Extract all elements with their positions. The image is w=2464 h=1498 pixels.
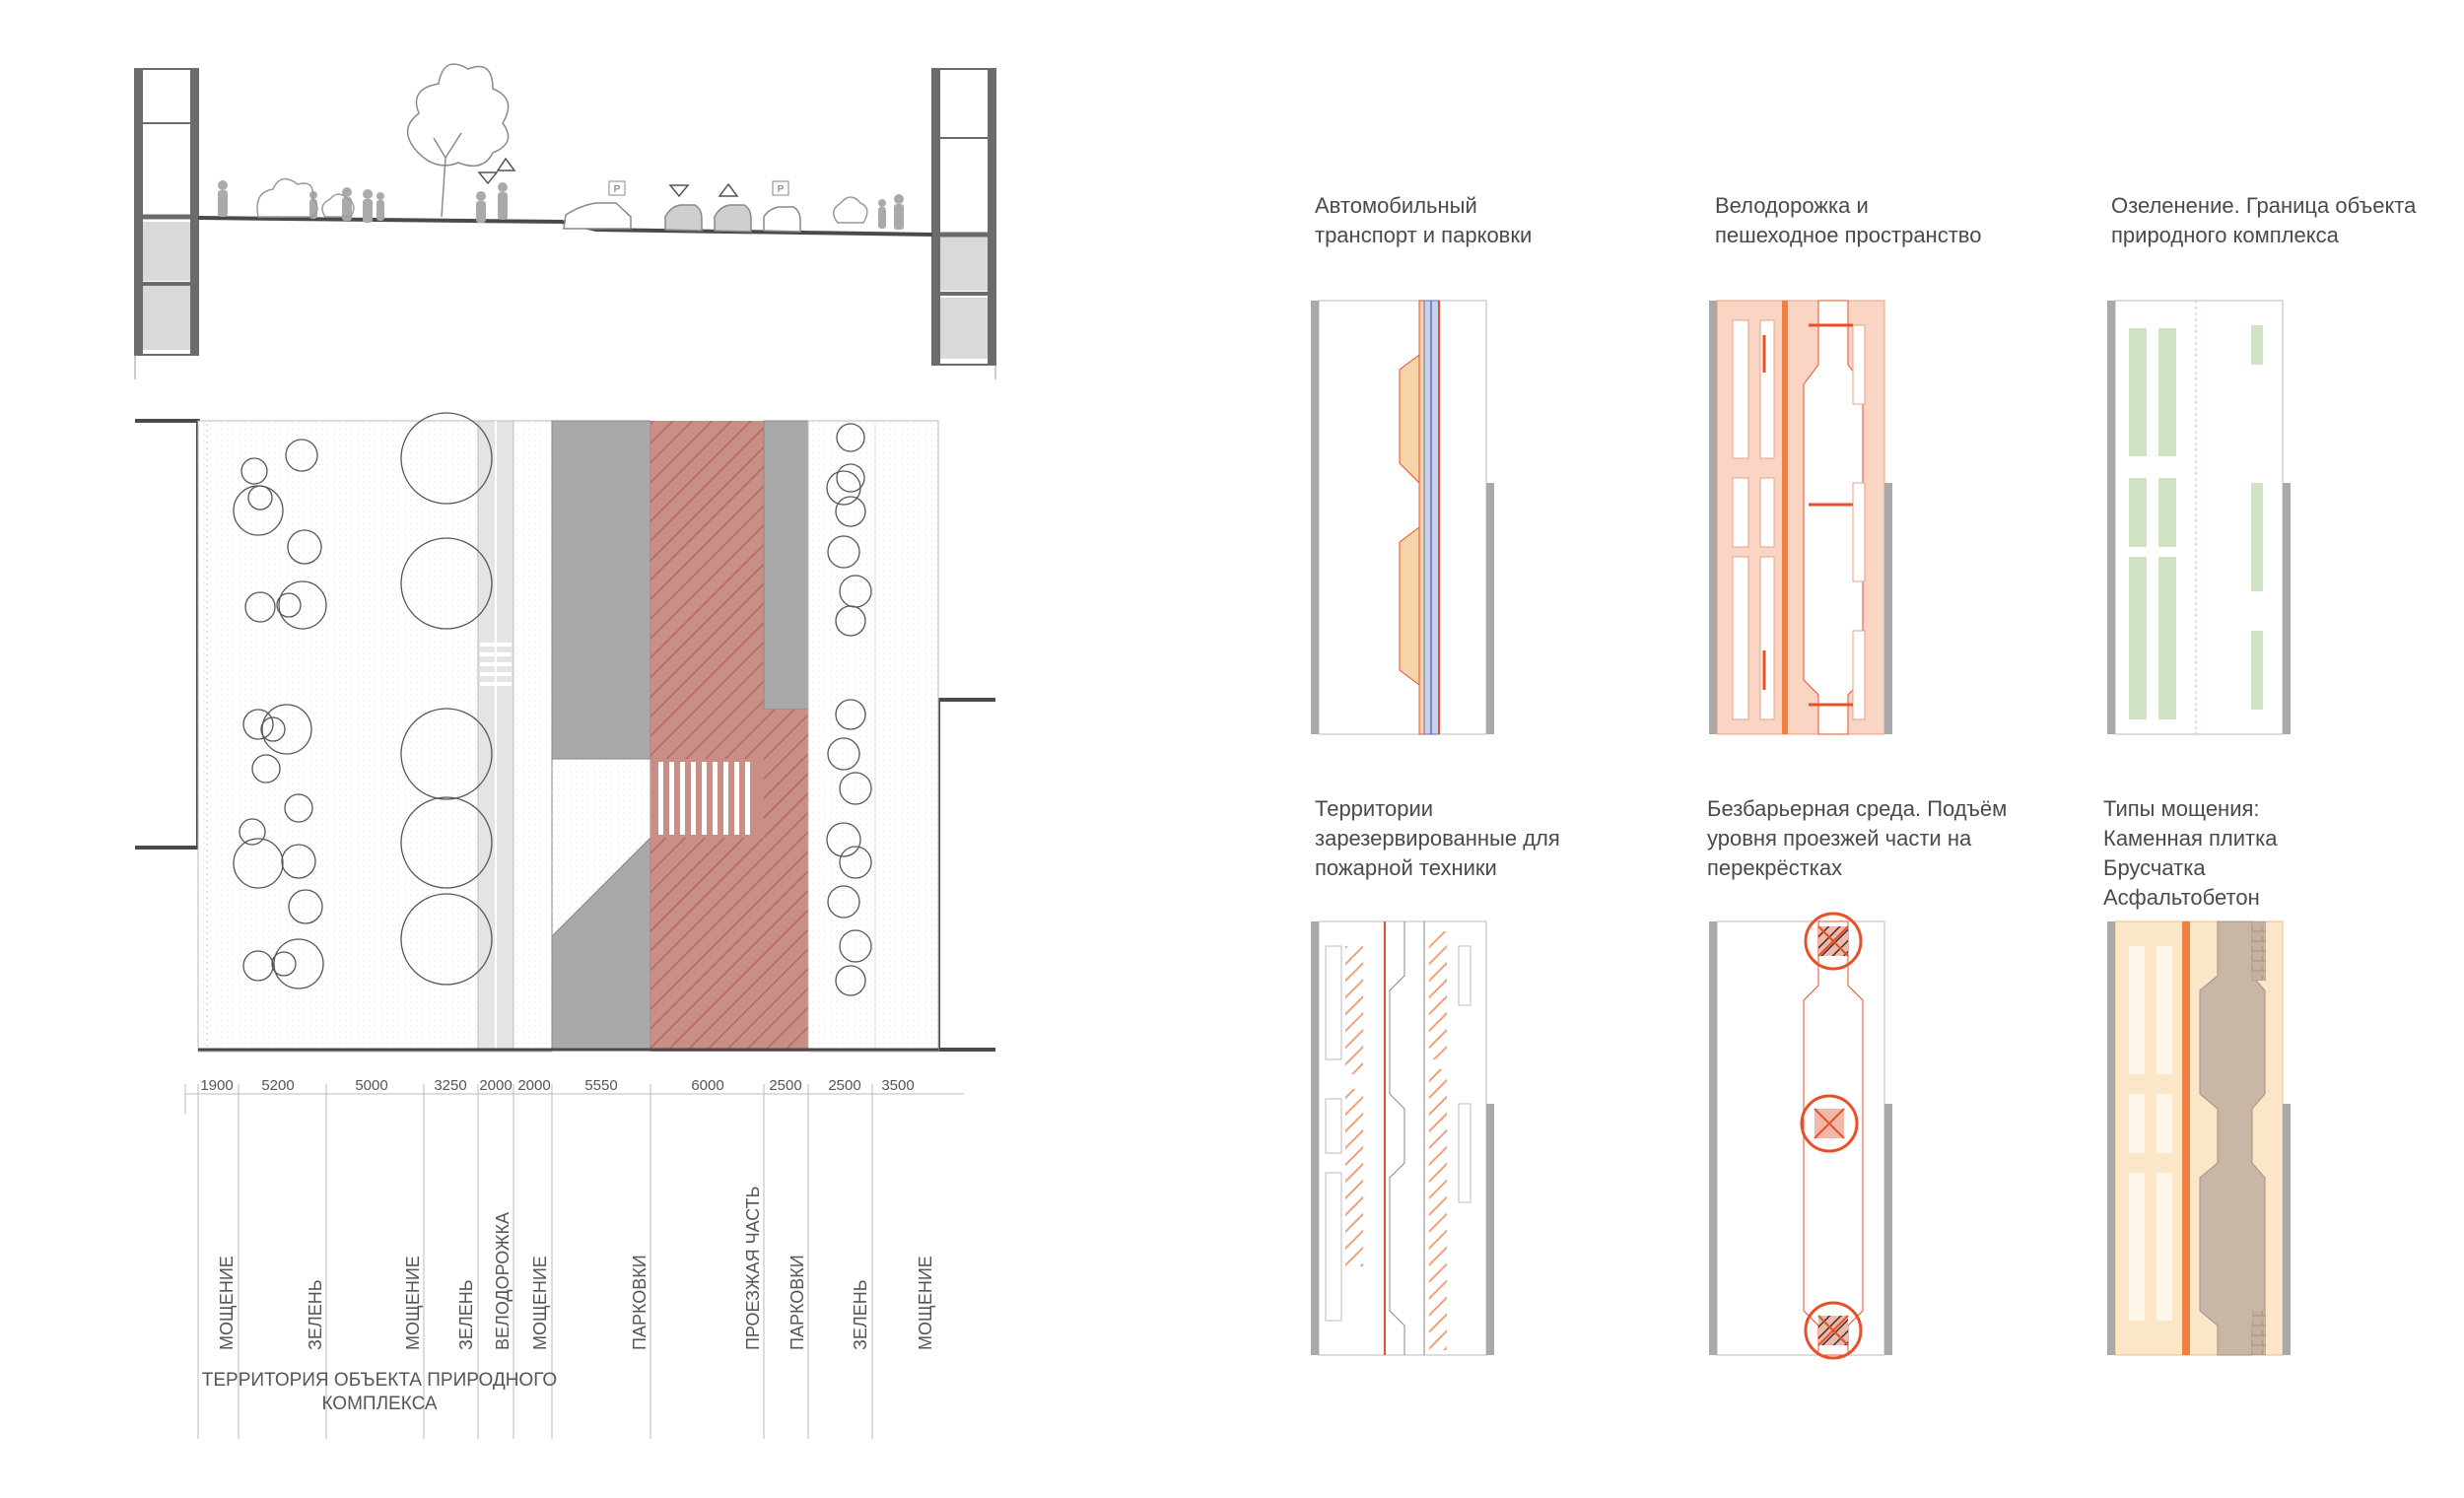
dimension-label: 3250: [434, 1077, 466, 1094]
panel-title: транспорт и парковки: [1315, 223, 1532, 247]
dimension-label: 5000: [355, 1077, 387, 1094]
bike-crossing: [480, 643, 512, 686]
shrubs: [256, 177, 868, 224]
panel-title: уровня проезжей части на: [1707, 826, 1972, 851]
parking-right: [763, 420, 809, 711]
zone-label: ВЕЛОДОРОЖКА: [493, 1212, 513, 1350]
roadway: [650, 421, 764, 1052]
panel-title: зарезервированные для: [1315, 826, 1560, 851]
zone-label: МОЩЕНИЕ: [530, 1256, 550, 1350]
panel-title: Велодорожка и: [1715, 193, 1869, 218]
zone-label: ПАРКОВКИ: [630, 1255, 650, 1350]
tree-icon: [406, 63, 510, 218]
parking-sign-label: P: [614, 184, 621, 195]
zone-label: ПРОЕЗЖАЯ ЧАСТЬ: [743, 1187, 763, 1350]
dimension-label: 1900: [200, 1077, 233, 1094]
zone-label: ЗЕЛЕНЬ: [456, 1279, 476, 1350]
panel-paving-types: [2107, 920, 2291, 1356]
dimension-label: 2000: [479, 1077, 512, 1094]
zone-label: ПАРКОВКИ: [787, 1255, 807, 1350]
parking-left: [551, 420, 651, 1051]
panel-title: Каменная плитка: [2103, 826, 2278, 851]
left-building-outline: [135, 419, 200, 850]
cars: [563, 202, 801, 233]
dimension-label: 5550: [584, 1077, 617, 1094]
panel-title: Безбарьерная среда. Подъём: [1707, 796, 2007, 821]
panel-fire-lanes: [1311, 920, 1494, 1356]
right-paving: [807, 420, 939, 1053]
panel-titles: Автомобильный транспорт и парковки Велод…: [1315, 193, 2417, 910]
panel-title: пешеходное пространство: [1715, 223, 1981, 247]
zone-label: МОЩЕНИЕ: [217, 1256, 237, 1350]
dimension-label: 5200: [261, 1077, 294, 1094]
panel-title: пожарной техники: [1315, 855, 1497, 880]
panel-title: Озеленение. Граница объекта: [2111, 193, 2417, 218]
panel-title: Асфальтобетон: [2103, 885, 2260, 910]
street-plan: [135, 412, 995, 1053]
dimension-label: 3500: [881, 1077, 914, 1094]
dimension-label: 2500: [769, 1077, 801, 1094]
panel-greenery: [2107, 300, 2291, 735]
panel-title: природного комплекса: [2111, 223, 2340, 247]
panel-title: перекрёстках: [1707, 855, 1842, 880]
zone-label: МОЩЕНИЕ: [403, 1256, 423, 1350]
zone-label: ЗЕЛЕНЬ: [851, 1279, 870, 1350]
dimension-label: 6000: [691, 1077, 723, 1094]
crossing-markers: [1800, 912, 1863, 1360]
territory-label: ТЕРРИТОРИЯ ОБЪЕКТА ПРИРОДНОГО: [202, 1370, 557, 1391]
panel-bike-pedestrian: [1709, 300, 1892, 735]
panel-transport: [1311, 300, 1494, 735]
plan-trees: [233, 412, 872, 996]
pedestrians: [218, 180, 904, 230]
dimension-label: 2000: [517, 1077, 550, 1094]
panel-barrier-free: [1709, 912, 1892, 1360]
dimension-row: 1900 5200 5000 3250 2000 2000 5550 6000 …: [184, 1077, 964, 1439]
right-building-outline: [936, 698, 995, 1052]
zone-label: ЗЕЛЕНЬ: [306, 1279, 325, 1350]
zone-labels: МОЩЕНИЕ ЗЕЛЕНЬ МОЩЕНИЕ ЗЕЛЕНЬ ВЕЛОДОРОЖК…: [217, 1187, 935, 1350]
warning-signs: [477, 157, 739, 198]
pedestrian-crossing: [653, 759, 762, 838]
parking-signs: P P: [608, 180, 789, 196]
zone-label: МОЩЕНИЕ: [916, 1256, 935, 1350]
panel-title: Типы мощения:: [2103, 796, 2260, 821]
panel-title: Брусчатка: [2103, 855, 2206, 880]
left-paving: [197, 420, 480, 1053]
panel-title: Автомобильный: [1315, 193, 1477, 218]
territory-label: КОМПЛЕКСА: [321, 1394, 437, 1414]
panel-title: Территории: [1315, 796, 1433, 821]
parking-sign-label: P: [778, 184, 785, 195]
dimension-label: 2500: [828, 1077, 860, 1094]
street-cross-section: P P: [134, 63, 996, 379]
